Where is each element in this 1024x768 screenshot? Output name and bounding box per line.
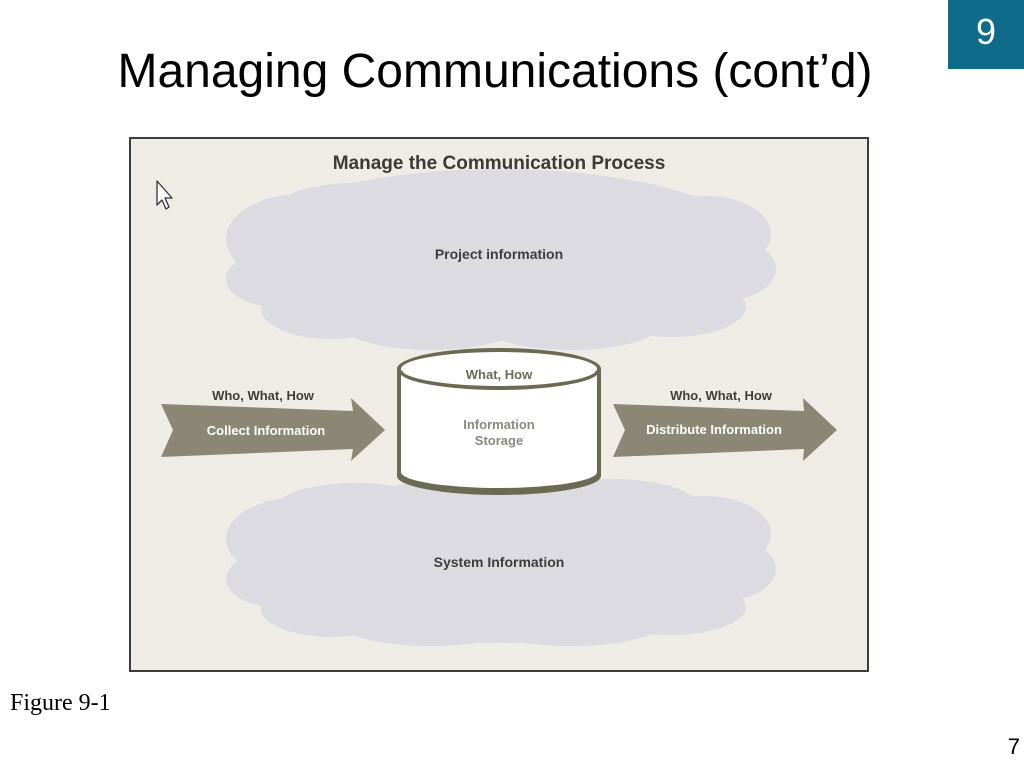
project-information-cloud <box>226 169 776 350</box>
bottom-cloud-label: System Information <box>433 554 565 570</box>
diagram-graphic <box>156 169 837 646</box>
storage-label-line2: Storage <box>474 433 524 448</box>
information-storage-cylinder <box>397 348 601 495</box>
right-arrow-label: Distribute Information <box>646 422 782 437</box>
cursor-icon <box>156 180 173 210</box>
storage-top-label: What, How <box>465 367 533 382</box>
left-arrow-label: Collect Information <box>206 423 326 438</box>
left-arrow-caption: Who, What, How <box>212 388 314 403</box>
collect-information-arrow <box>161 398 385 461</box>
figure-caption: Figure 9-1 <box>10 690 111 716</box>
system-information-cloud <box>226 475 776 646</box>
storage-label-line1: Information <box>463 417 535 432</box>
figure-panel: Manage the Communication Process Project… <box>129 137 869 672</box>
diagram-title: Manage the Communication Process <box>332 153 666 174</box>
chapter-badge: 9 <box>948 0 1024 69</box>
top-cloud-label: Project information <box>434 246 564 262</box>
slide-title: Managing Communications (cont’d) <box>117 45 873 98</box>
distribute-information-arrow <box>613 398 837 461</box>
page-number: 7 <box>1007 734 1020 759</box>
right-arrow-caption: Who, What, How <box>670 388 772 403</box>
